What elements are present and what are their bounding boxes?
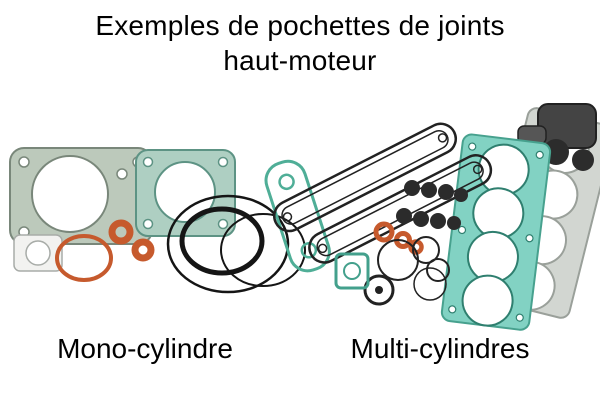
page-title: Exemples de pochettes de joints haut-mot…	[0, 8, 600, 78]
gasket-kits-photo	[9, 103, 600, 331]
valve-stem-seals	[396, 180, 468, 230]
caption-mono-cylindre: Mono-cylindre	[57, 333, 233, 364]
mono-cylinder-gasket-set-photo	[9, 147, 306, 294]
multi-cylinder-gasket-set-photo	[264, 103, 600, 331]
page-title-line1: Exemples de pochettes de joints	[95, 10, 505, 41]
page-title-line2: haut-moteur	[223, 45, 377, 76]
dark-engine-parts	[517, 103, 597, 171]
caption-multi-cylindres: Multi-cylindres	[350, 333, 530, 364]
